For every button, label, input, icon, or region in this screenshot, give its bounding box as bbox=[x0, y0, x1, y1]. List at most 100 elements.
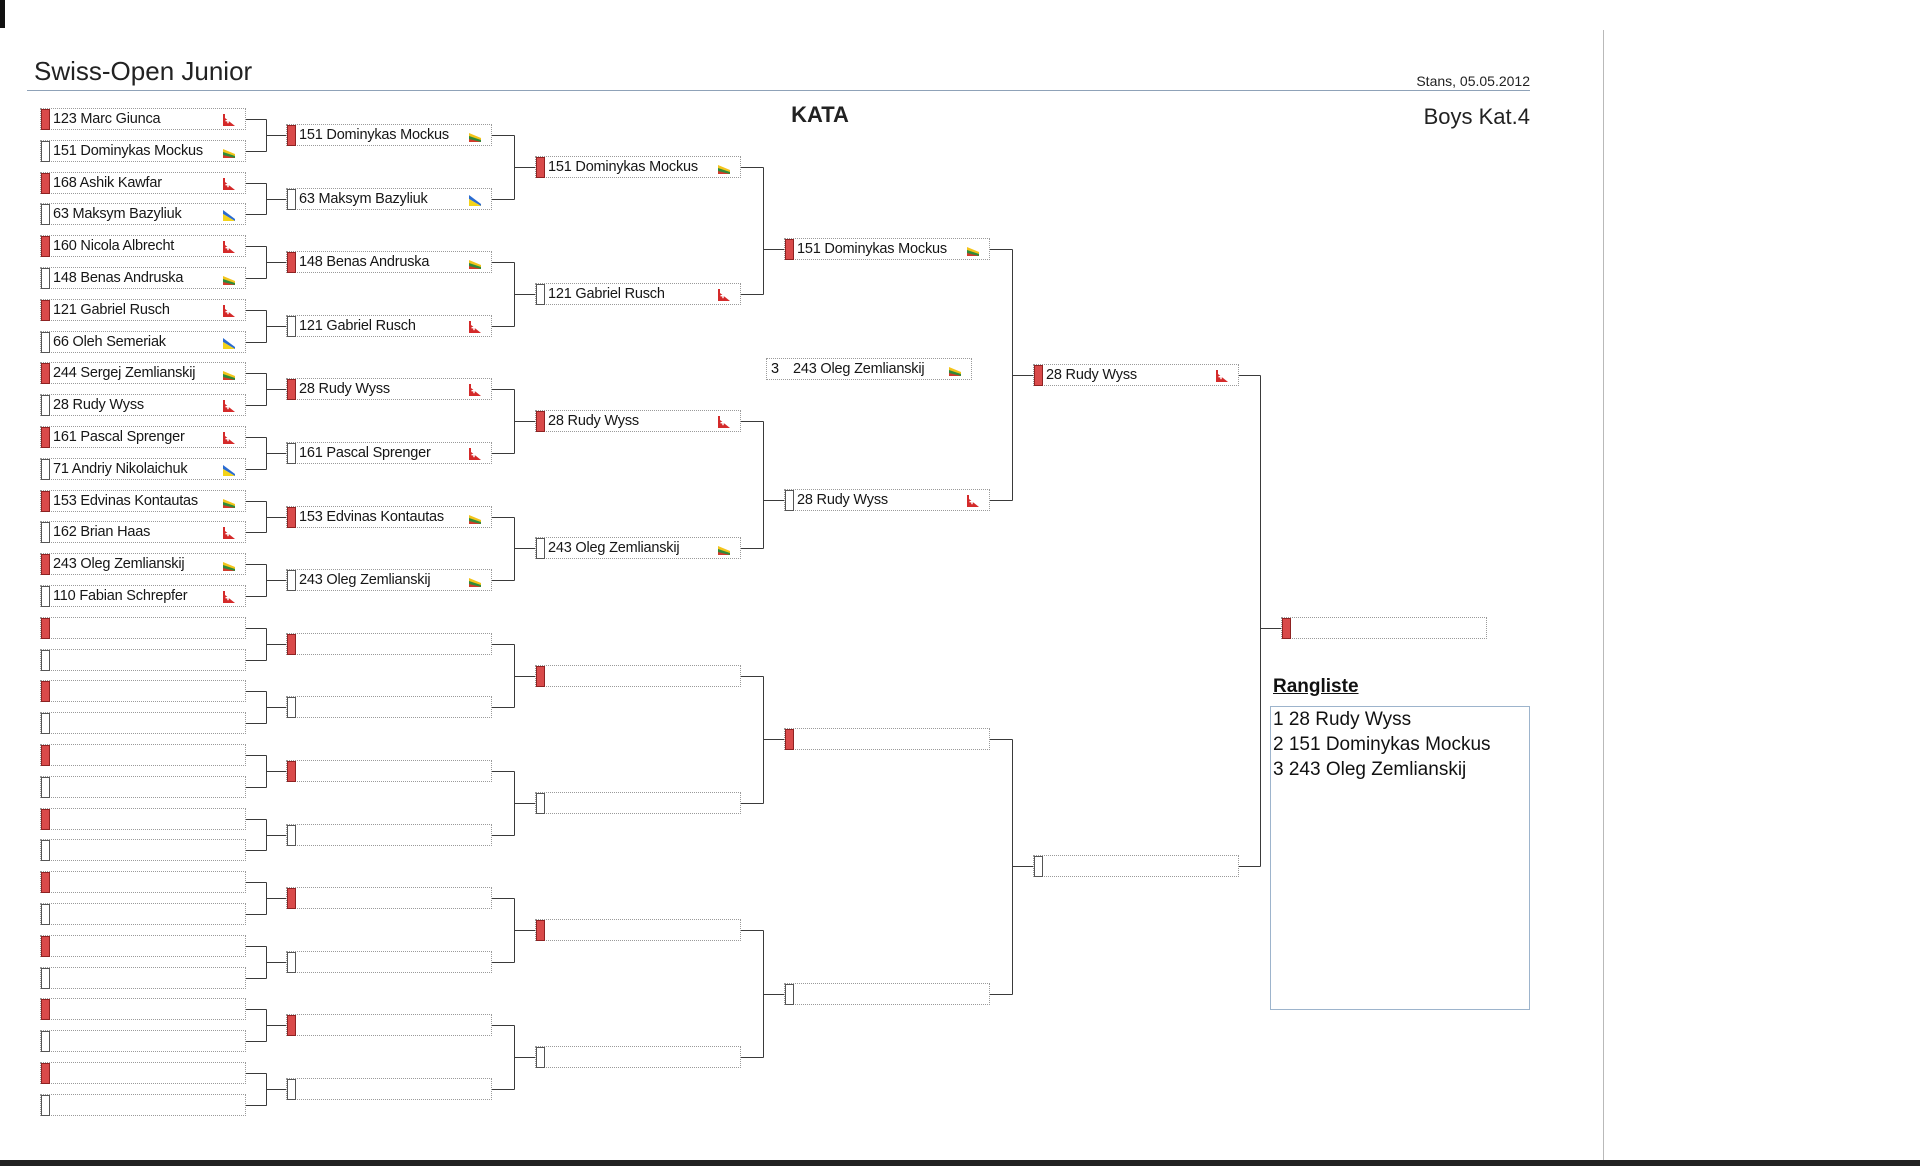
winner-marker bbox=[536, 666, 545, 687]
round_1-entry: 63 Maksym Bazyliuk bbox=[40, 203, 246, 225]
round_2-entry: 148 Benas Andruska bbox=[286, 251, 492, 273]
winner-marker bbox=[41, 1063, 50, 1084]
winner-marker bbox=[287, 379, 296, 400]
round_1-entry bbox=[40, 1030, 246, 1052]
ukraine-flag-icon bbox=[223, 210, 235, 221]
slot-marker bbox=[41, 459, 50, 480]
round_1-entry bbox=[40, 744, 246, 766]
round_5-entry bbox=[1033, 855, 1239, 877]
round_2-entry bbox=[286, 824, 492, 846]
winner-marker bbox=[41, 109, 50, 130]
winner-marker bbox=[287, 125, 296, 146]
round_2-entry bbox=[286, 1014, 492, 1036]
competitor-name: 161 Pascal Sprenger bbox=[299, 445, 431, 461]
ranking-title: Rangliste bbox=[1273, 676, 1359, 697]
round_3-entry: 151 Dominykas Mockus bbox=[535, 156, 741, 178]
competitor-name: 153 Edvinas Kontautas bbox=[53, 493, 198, 509]
round_1-entry bbox=[40, 712, 246, 734]
competitor-name: 243 Oleg Zemlianskij bbox=[548, 540, 680, 556]
winner-marker bbox=[41, 809, 50, 830]
slot-marker bbox=[41, 204, 50, 225]
third-place-entry: 3 243 Oleg Zemlianskij bbox=[766, 358, 972, 380]
slot-marker bbox=[536, 1047, 545, 1068]
competitor-name: 153 Edvinas Kontautas bbox=[299, 509, 444, 525]
slot-marker bbox=[41, 395, 50, 416]
final-entry bbox=[1281, 617, 1487, 639]
round_2-entry bbox=[286, 696, 492, 718]
ranking-row-3: 3 243 Oleg Zemlianskij bbox=[1273, 759, 1467, 780]
place-date: Stans, 05.05.2012 bbox=[1416, 73, 1530, 89]
winner-marker bbox=[41, 236, 50, 257]
competitor-name: 63 Maksym Bazyliuk bbox=[53, 206, 182, 222]
round_1-entry: 160 Nicola Albrecht bbox=[40, 235, 246, 257]
slot-marker bbox=[41, 1095, 50, 1116]
round_1-entry bbox=[40, 680, 246, 702]
slot-marker bbox=[41, 522, 50, 543]
winner-marker bbox=[785, 239, 794, 260]
sheet-edge-line bbox=[1603, 30, 1604, 1166]
round_1-entry: 162 Brian Haas bbox=[40, 521, 246, 543]
winner-marker bbox=[287, 761, 296, 782]
slot-marker bbox=[41, 840, 50, 861]
round_1-entry bbox=[40, 1094, 246, 1116]
slot-marker bbox=[287, 1079, 296, 1100]
winner-marker bbox=[536, 411, 545, 432]
competitor-name: 162 Brian Haas bbox=[53, 524, 151, 540]
slot-marker bbox=[536, 284, 545, 305]
winner-marker bbox=[287, 634, 296, 655]
round_1-entry: 28 Rudy Wyss bbox=[40, 394, 246, 416]
competitor-name: 121 Gabriel Rusch bbox=[548, 286, 665, 302]
lithuania-flag-icon bbox=[223, 276, 235, 285]
lithuania-flag-icon bbox=[718, 546, 730, 555]
round_1-entry: 151 Dominykas Mockus bbox=[40, 140, 246, 162]
slot-marker bbox=[785, 490, 794, 511]
page-title: Swiss-Open Junior bbox=[34, 56, 253, 86]
third-place-name: 243 Oleg Zemlianskij bbox=[793, 361, 925, 377]
round_2-entry bbox=[286, 760, 492, 782]
winner-marker bbox=[785, 729, 794, 750]
competitor-name: 66 Oleh Semeriak bbox=[53, 334, 166, 350]
round_4-entry bbox=[784, 983, 990, 1005]
swiss-flag-icon bbox=[718, 416, 730, 428]
competitor-name: 151 Dominykas Mockus bbox=[53, 143, 203, 159]
winner-marker bbox=[41, 999, 50, 1020]
round_3-entry bbox=[535, 792, 741, 814]
winner-marker bbox=[41, 872, 50, 893]
round_2-entry: 151 Dominykas Mockus bbox=[286, 124, 492, 146]
round_4-entry: 151 Dominykas Mockus bbox=[784, 238, 990, 260]
round_1-entry: 123 Marc Giunca bbox=[40, 108, 246, 130]
ranking-row-2: 2 151 Dominykas Mockus bbox=[1273, 734, 1491, 755]
slot-marker bbox=[536, 793, 545, 814]
round_1-entry: 148 Benas Andruska bbox=[40, 267, 246, 289]
competitor-name: 148 Benas Andruska bbox=[299, 254, 430, 270]
winner-marker bbox=[41, 681, 50, 702]
competitor-name: 243 Oleg Zemlianskij bbox=[53, 556, 185, 572]
lithuania-flag-icon bbox=[469, 260, 481, 269]
competitor-name: 28 Rudy Wyss bbox=[299, 381, 390, 397]
round_2-entry: 63 Maksym Bazyliuk bbox=[286, 188, 492, 210]
round_1-entry: 243 Oleg Zemlianskij bbox=[40, 553, 246, 575]
competitor-name: 243 Oleg Zemlianskij bbox=[299, 572, 431, 588]
competitor-name: 160 Nicola Albrecht bbox=[53, 238, 175, 254]
round_1-entry bbox=[40, 617, 246, 639]
round_1-entry: 244 Sergej Zemlianskij bbox=[40, 362, 246, 384]
winner-marker bbox=[41, 300, 50, 321]
ukraine-flag-icon bbox=[469, 195, 481, 206]
round_2-entry bbox=[286, 1078, 492, 1100]
lithuania-flag-icon bbox=[223, 371, 235, 380]
swiss-flag-icon bbox=[469, 321, 481, 333]
swiss-flag-icon bbox=[223, 305, 235, 317]
winner-marker bbox=[287, 252, 296, 273]
swiss-flag-icon bbox=[223, 114, 235, 126]
competitor-name: 121 Gabriel Rusch bbox=[53, 302, 170, 318]
round_1-entry bbox=[40, 998, 246, 1020]
lithuania-flag-icon bbox=[223, 499, 235, 508]
winner-marker bbox=[41, 427, 50, 448]
lithuania-flag-icon bbox=[967, 247, 979, 256]
swiss-flag-icon bbox=[223, 591, 235, 603]
swiss-flag-icon bbox=[469, 384, 481, 396]
winner-marker bbox=[536, 920, 545, 941]
competitor-name: 244 Sergej Zemlianskij bbox=[53, 365, 196, 381]
slot-marker bbox=[287, 189, 296, 210]
